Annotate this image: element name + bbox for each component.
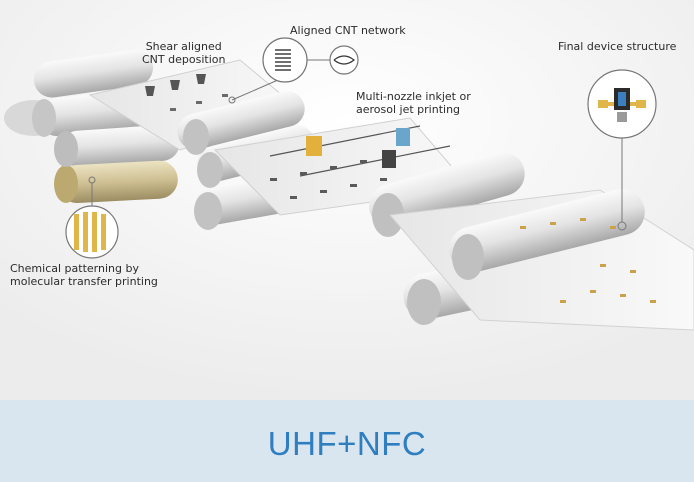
patterning-roller	[57, 160, 178, 204]
roll-to-roll-diagram: Shear aligned CNT deposition Aligned CNT…	[0, 0, 694, 400]
label-chemical-patterning: Chemical patterning by molecular transfe…	[10, 262, 158, 288]
banner-title: UHF+NFC	[267, 425, 427, 462]
print-nozzle-icon	[382, 150, 396, 168]
label-final-device: Final device structure	[558, 40, 677, 53]
label-aligned-cnt: Aligned CNT network	[290, 24, 406, 37]
shear-nozzle-icons	[145, 74, 206, 96]
caption-banner: UHF+NFC	[0, 400, 694, 482]
web-3-pattern	[520, 218, 656, 303]
magnifier-circle-icon	[65, 176, 119, 259]
label-inkjet-printing: Multi-nozzle inkjet or aerosol jet print…	[356, 90, 471, 116]
process-illustration	[0, 0, 694, 400]
print-nozzle-icon	[306, 136, 322, 156]
magnifier-circle-icon	[228, 37, 359, 104]
roller-stack-1	[4, 49, 180, 204]
label-shear-deposition: Shear aligned CNT deposition	[142, 40, 226, 66]
inkjet-printheads	[269, 125, 451, 177]
magnifier-circle-icon	[587, 69, 657, 231]
web-2-pattern	[270, 160, 387, 199]
print-nozzle-icon	[396, 128, 410, 146]
roller-final	[449, 189, 645, 273]
